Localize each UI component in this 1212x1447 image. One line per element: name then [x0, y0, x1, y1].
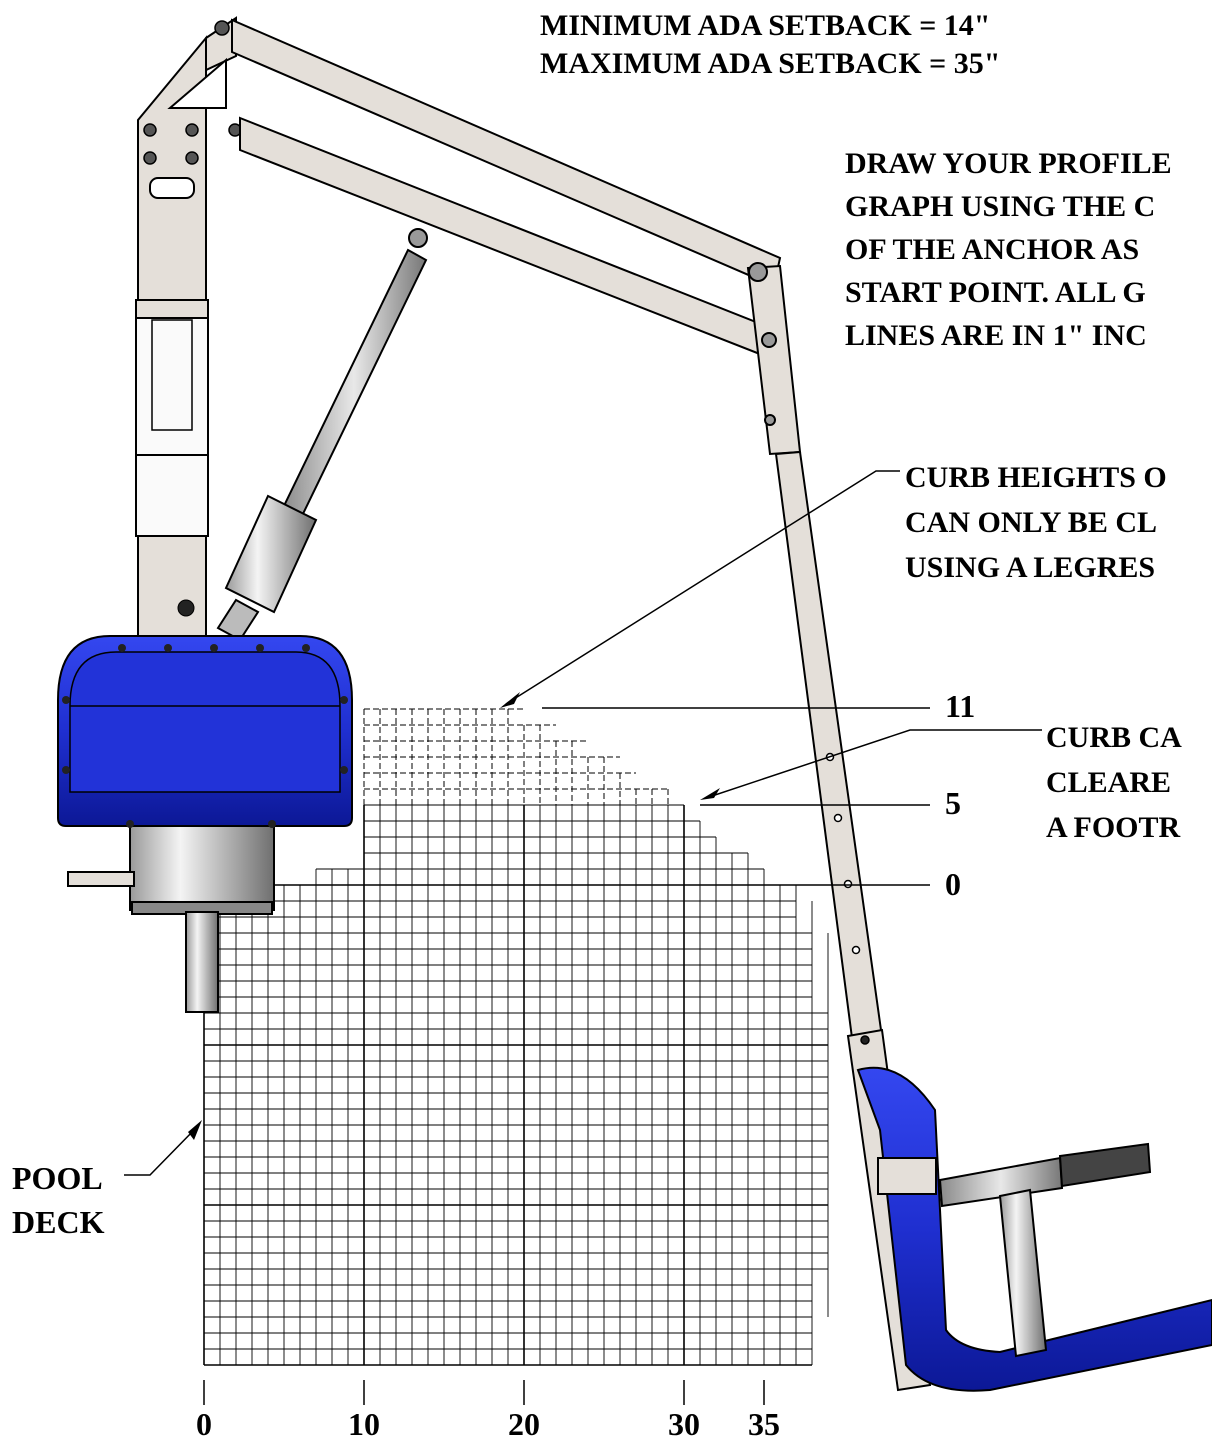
footrest-note-line: CURB CA — [1046, 721, 1182, 754]
legrest-note-line: USING A LEGRES — [905, 551, 1156, 584]
leader-lines — [124, 470, 1042, 1176]
cover-bolts — [62, 644, 348, 828]
profile-note-line: LINES ARE IN 1" INC — [845, 319, 1147, 352]
curb-level-0: 0 — [945, 866, 961, 902]
profile-note-line: OF THE ANCHOR AS — [845, 233, 1140, 266]
legrest-note-line: CAN ONLY BE CL — [905, 506, 1157, 539]
profile-note-line: GRAPH USING THE C — [845, 190, 1156, 223]
x-axis-label-10: 10 — [348, 1406, 380, 1442]
x-axis-label-35: 35 — [748, 1406, 780, 1442]
footrest-note: CURB CA CLEARE A FOOTR — [1046, 715, 1182, 850]
hanger-holes — [825, 752, 870, 1045]
pool-deck-line: DECK — [12, 1204, 105, 1240]
legrest-note: CURB HEIGHTS O CAN ONLY BE CL USING A LE… — [905, 455, 1167, 590]
base-cover — [57, 635, 353, 1013]
legrest-note-line: CURB HEIGHTS O — [905, 461, 1167, 494]
curb-level-5: 5 — [945, 785, 961, 821]
seat — [856, 1066, 1212, 1392]
x-axis-ticks — [203, 1380, 765, 1405]
pool-deck-label: POOL DECK — [12, 1156, 104, 1244]
curb-level-11: 11 — [945, 688, 976, 724]
pool-deck-line: POOL — [12, 1160, 103, 1196]
x-axis-label-30: 30 — [668, 1406, 700, 1442]
arrowheads — [188, 692, 720, 1140]
x-axis-label-20: 20 — [508, 1406, 540, 1442]
legrest-dashed-grid — [363, 708, 669, 805]
profile-note: DRAW YOUR PROFILE GRAPH USING THE C OF T… — [845, 142, 1172, 357]
lift-mast — [135, 16, 237, 641]
x-axis-label-0: 0 — [196, 1406, 212, 1442]
footrest-note-line: CLEARE — [1046, 766, 1172, 799]
profile-note-line: START POINT. ALL G — [845, 276, 1146, 309]
profile-note-line: DRAW YOUR PROFILE — [845, 147, 1172, 180]
profile-grid — [203, 804, 829, 1366]
max-setback-label: MAXIMUM ADA SETBACK = 35" — [540, 47, 1001, 80]
boom-arms — [231, 18, 782, 360]
footrest-note-line: A FOOTR — [1046, 811, 1181, 844]
gusset — [167, 57, 227, 109]
mast-bolts — [143, 20, 242, 165]
min-setback-label: MINIMUM ADA SETBACK = 14" — [540, 9, 991, 42]
actuator — [216, 228, 428, 642]
